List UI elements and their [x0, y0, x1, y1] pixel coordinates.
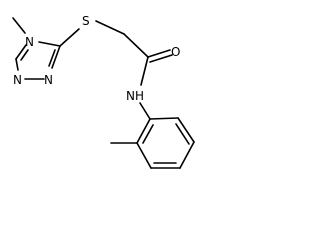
- atom-nh-label: NH: [126, 89, 144, 103]
- bond-ring-3-4: [179, 141, 195, 169]
- bond-carbonyl-nh: [140, 56, 149, 86]
- bond-n1-c5: [15, 58, 19, 71]
- bond-n4-c3: [38, 41, 61, 47]
- bond-c5-n4: [15, 44, 27, 60]
- bond-s-ch2: [95, 20, 125, 35]
- molecule-structure: N S O NH N N: [12, 14, 195, 169]
- bond-ring-6-1-double: [142, 124, 154, 144]
- bond-carbonyl-o-double: [149, 54, 173, 63]
- atom-n4-label: N: [25, 35, 34, 49]
- atom-n1-label: N: [13, 73, 22, 87]
- bond-ring-2-3-double: [175, 123, 190, 145]
- bond-c3-s: [59, 28, 80, 47]
- bond-c3-n2: [51, 45, 61, 69]
- bond-ring-1-2: [149, 117, 179, 120]
- atom-s-label: S: [82, 14, 90, 28]
- bond-ch2-carbonyl: [123, 33, 149, 58]
- bond-c3-n2-double: [48, 49, 56, 67]
- atom-o-label: O: [171, 45, 180, 59]
- bond-nh-ring: [139, 102, 151, 120]
- bond-ring-6-1: [136, 118, 151, 144]
- atom-n2-label: N: [44, 73, 53, 87]
- bond-ring-2-3: [177, 117, 195, 143]
- structure-canvas: N S O NH N N: [12, 14, 195, 169]
- bond-carbonyl-o: [147, 49, 171, 58]
- bond-c5-n4-double: [20, 49, 29, 61]
- bond-methyl-n4: [12, 17, 26, 34]
- bond-ring-5-6: [136, 142, 152, 169]
